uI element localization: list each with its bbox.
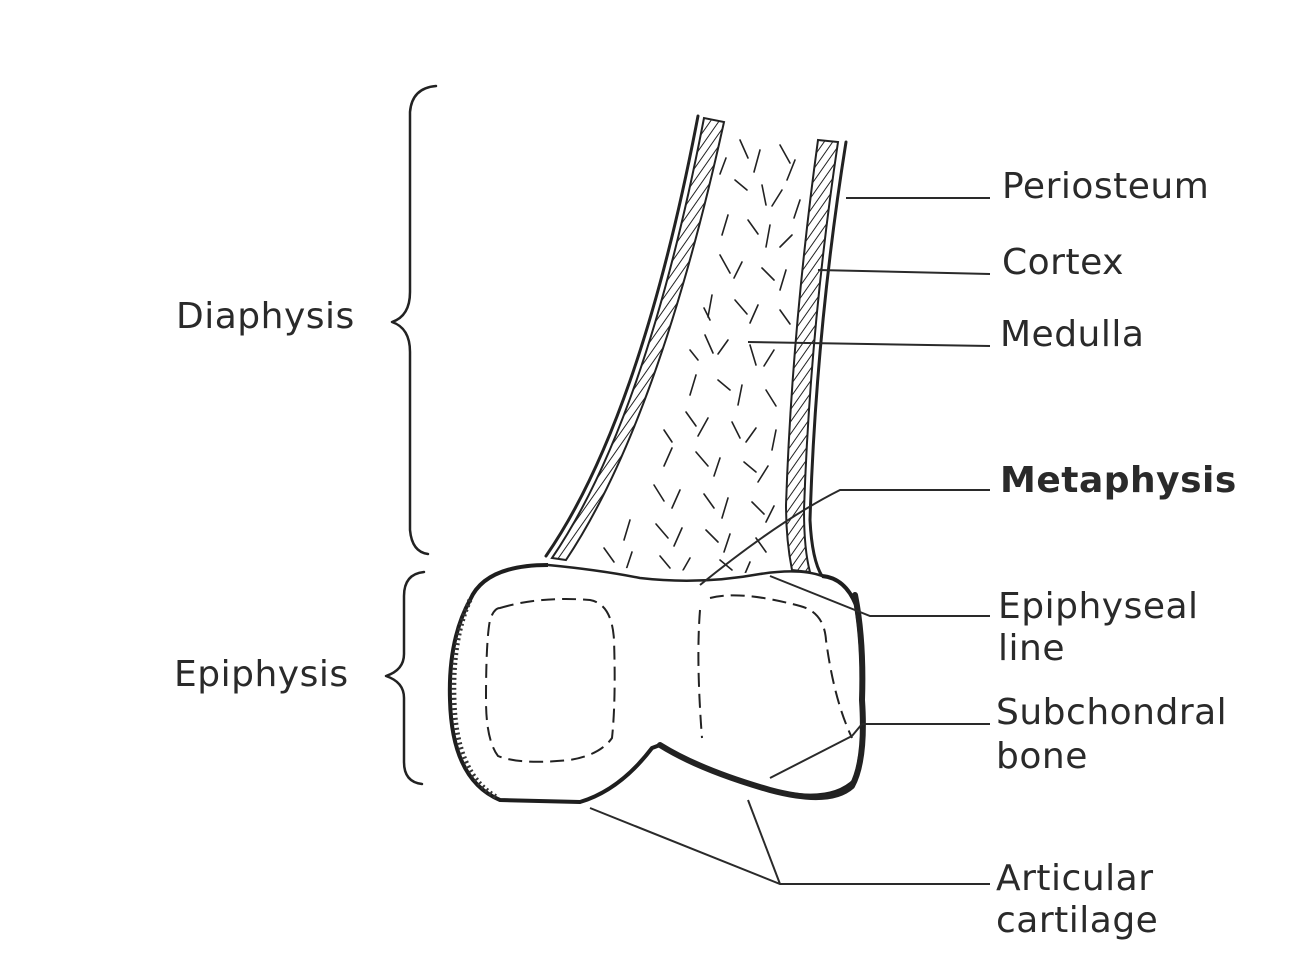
epiphysis-label: Epiphysis xyxy=(174,654,349,695)
epiphyseal-line-label-2: line xyxy=(998,628,1065,669)
metaphysis-label: Metaphysis xyxy=(1000,460,1237,501)
subchondral-bone-label-1: Subchondral xyxy=(996,692,1227,733)
medulla-label: Medulla xyxy=(1000,314,1144,355)
epiphysis-outline xyxy=(450,565,863,802)
articular-cartilage-label-1: Articular xyxy=(996,858,1154,899)
subchondral-bone-label-2: bone xyxy=(996,736,1088,777)
articular-cartilage-label-2: cartilage xyxy=(996,900,1158,941)
diaphysis-brace xyxy=(392,86,436,554)
periosteum-label: Periosteum xyxy=(1002,166,1209,207)
epiphyseal-line-label-1: Epiphyseal xyxy=(998,586,1199,627)
cortex-label: Cortex xyxy=(1002,242,1124,283)
diaphysis-label: Diaphysis xyxy=(176,296,355,337)
epiphysis-brace xyxy=(386,572,424,784)
